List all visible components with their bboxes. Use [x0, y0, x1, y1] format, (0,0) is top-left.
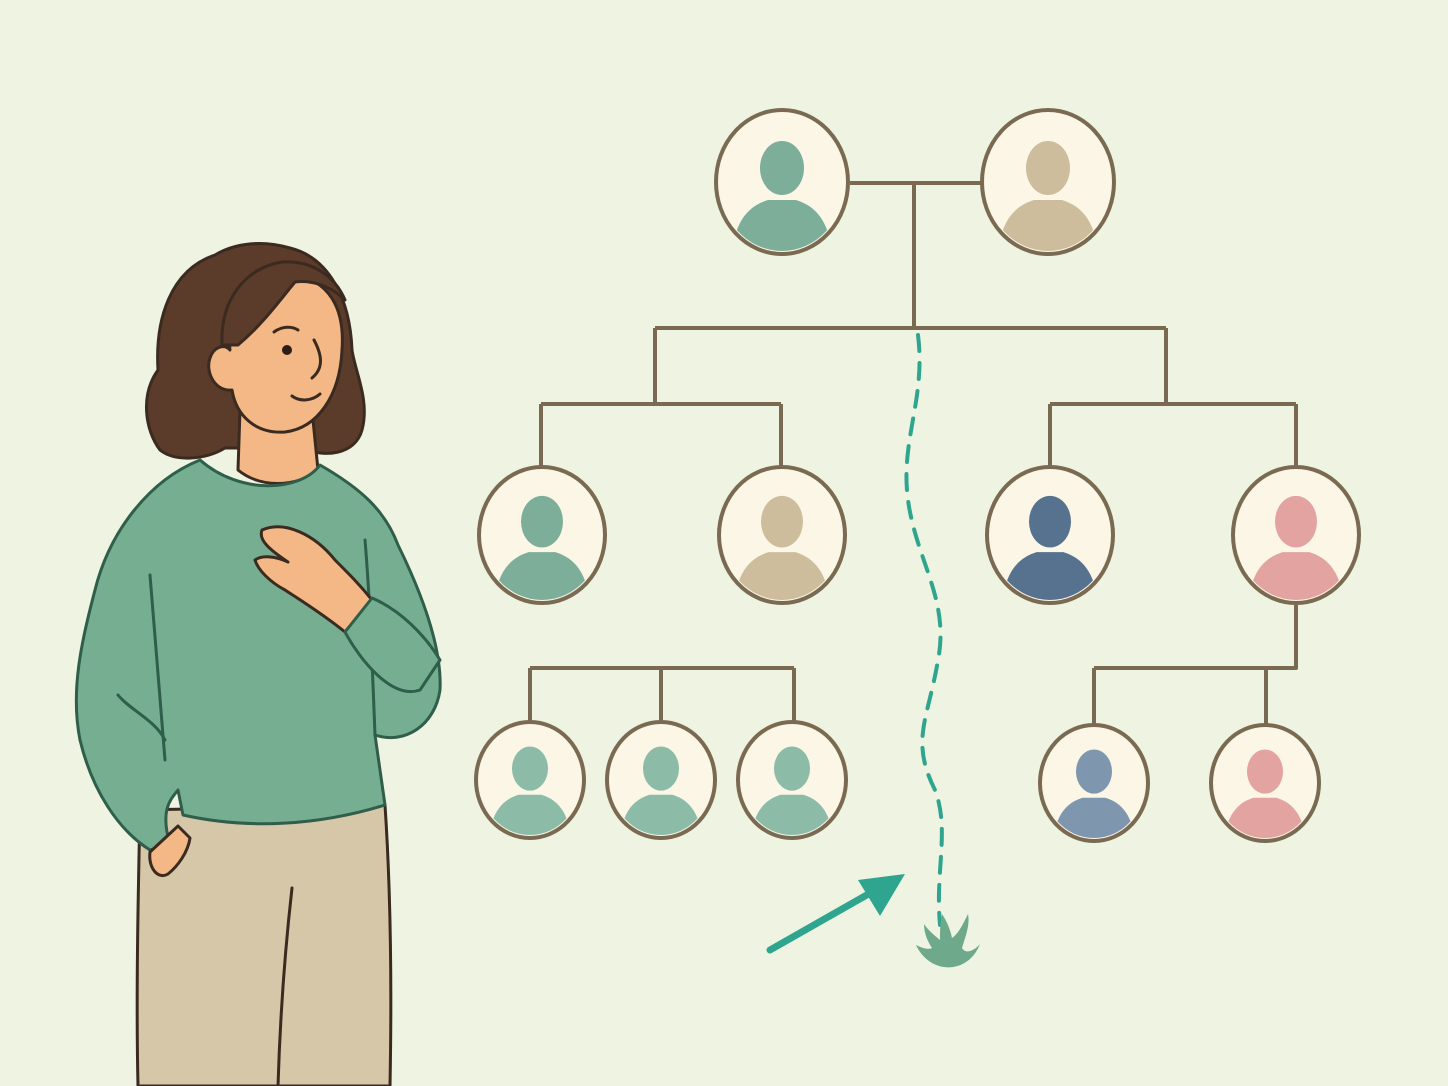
tree-connectors: [528, 181, 1298, 726]
arrow-icon: [766, 874, 905, 954]
right-children-bar: [1092, 604, 1298, 726]
woman-figure-icon: [74, 242, 442, 1086]
node-ring: [714, 108, 850, 256]
person-node: [474, 720, 586, 840]
node-ring: [477, 465, 607, 605]
person-node: [1231, 465, 1361, 605]
person-silhouette-icon: [749, 746, 835, 835]
person-node: [985, 465, 1115, 605]
person-silhouette-icon: [618, 746, 704, 835]
person-silhouette-icon: [730, 141, 834, 251]
person-silhouette-icon: [996, 141, 1100, 251]
person-silhouette-icon: [1246, 495, 1346, 600]
person-silhouette-icon: [1000, 495, 1100, 600]
node-ring: [1209, 723, 1321, 843]
node-ring: [717, 465, 847, 605]
node-ring: [985, 465, 1115, 605]
person-node: [1209, 723, 1321, 843]
node-ring: [605, 720, 717, 840]
left-children-bar: [528, 666, 796, 726]
dashed-path: [904, 333, 944, 927]
left-branch: [539, 328, 783, 468]
person-node: [477, 465, 607, 605]
node-ring: [980, 108, 1116, 256]
person-silhouette-icon: [732, 495, 832, 600]
person-node: [980, 108, 1116, 256]
person-silhouette-icon: [487, 746, 573, 835]
node-ring: [1038, 723, 1150, 843]
person-node: [1038, 723, 1150, 843]
right-branch: [1048, 328, 1298, 468]
node-ring: [474, 720, 586, 840]
person-node: [605, 720, 717, 840]
sprout-icon: [916, 914, 980, 968]
node-ring: [1231, 465, 1361, 605]
person-silhouette-icon: [1222, 749, 1308, 838]
person-node: [736, 720, 848, 840]
person-silhouette-icon: [492, 495, 592, 600]
node-ring: [736, 720, 848, 840]
person-silhouette-icon: [1051, 749, 1137, 838]
tree-nodes: [474, 108, 1361, 843]
person-node: [717, 465, 847, 605]
person-node: [714, 108, 850, 256]
